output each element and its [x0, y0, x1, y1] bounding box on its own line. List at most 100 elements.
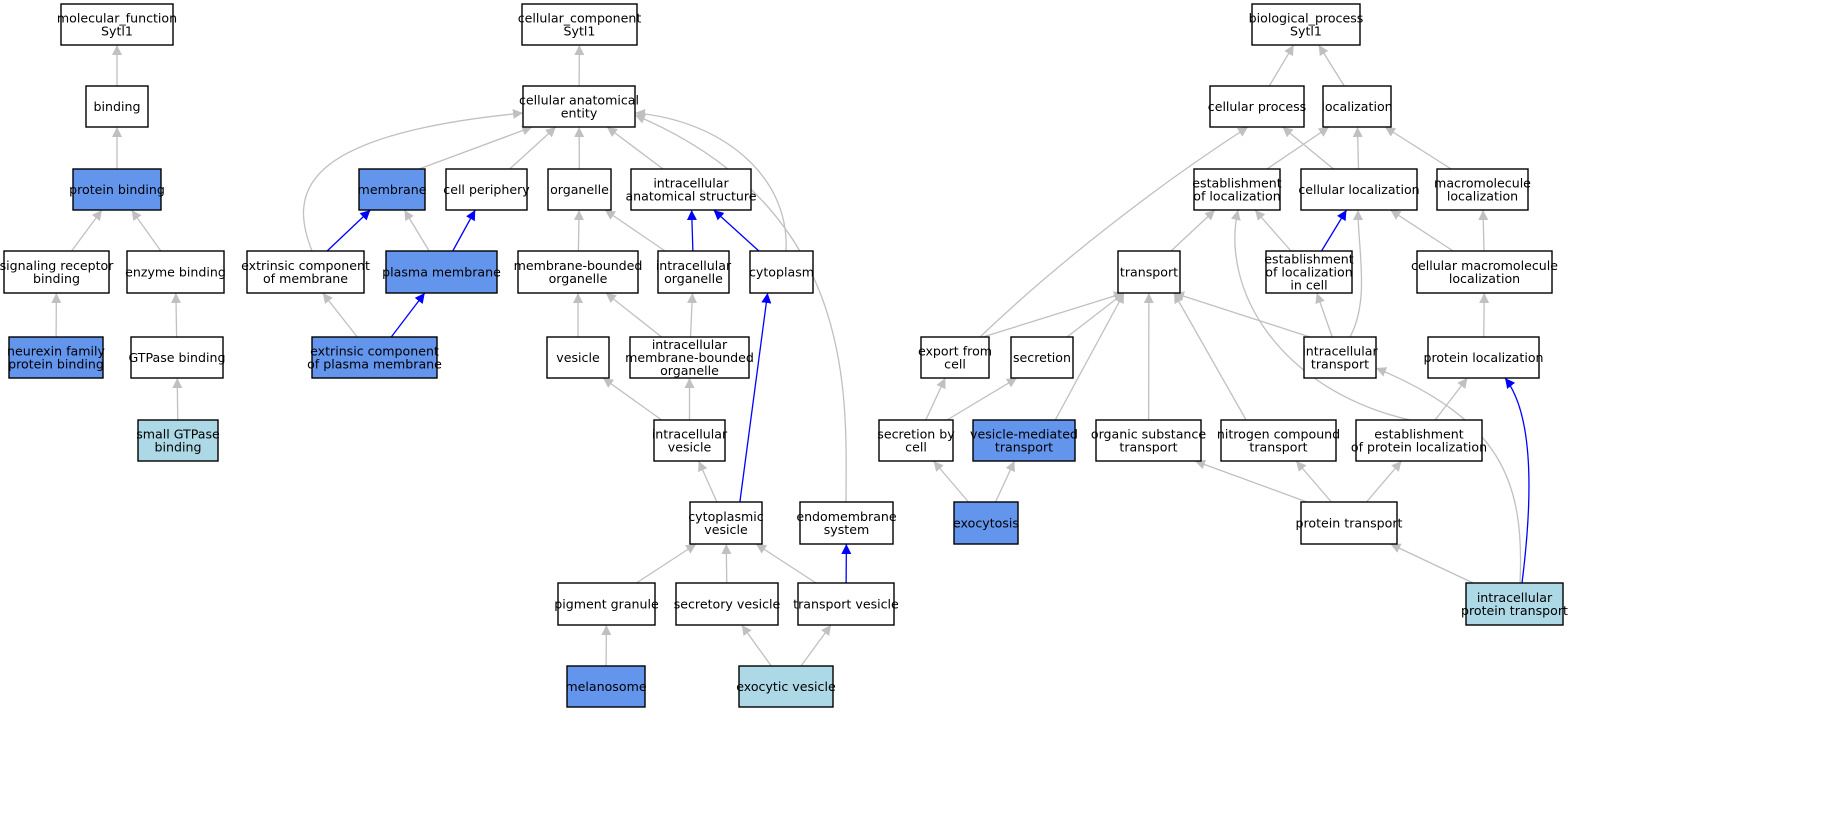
node-enzyme-binding: enzyme binding: [125, 250, 226, 294]
node-box: [546, 336, 610, 379]
node-box: [1416, 250, 1553, 294]
node-label-line: intracellular: [652, 427, 728, 442]
edge-exocytic-vesicle-to-secretory-vesicle: [741, 624, 772, 667]
edge-vesicle-mediated-transport-to-transport: [1054, 292, 1125, 421]
node-label-line: entity: [561, 106, 598, 121]
node-box: [1220, 419, 1337, 462]
node-label-line: neurexin family: [7, 344, 105, 359]
node-label-line: cell: [944, 357, 966, 372]
node-label-line: membrane: [358, 182, 427, 197]
node-label-line: cellular anatomical: [519, 93, 639, 108]
node-label-line: extrinsic component: [310, 344, 439, 359]
node-label-line: system: [824, 522, 870, 537]
node-box: [557, 582, 656, 626]
node-label-line: binding: [94, 99, 141, 114]
node-label-line: cellular localization: [1298, 182, 1419, 197]
node-label-line: establishment: [1264, 252, 1353, 267]
node-box: [445, 168, 528, 211]
node-label-line: signaling receptor: [0, 258, 114, 273]
node-box: [1209, 85, 1305, 128]
node-label-line: transport: [1120, 265, 1178, 280]
node-box: [1265, 250, 1353, 294]
edge-cellular-localization-to-localization: [1352, 126, 1363, 170]
node-box: [972, 419, 1076, 462]
edge-extrinsic-component-of-membrane-to-membrane: [326, 209, 371, 252]
edge-cytoplasm-to-cellular-anatomical-entity: [634, 108, 787, 252]
edge-cytoplasmic-vesicle-to-cytoplasm: [739, 292, 772, 503]
node-box: [1193, 168, 1281, 211]
node-label-line: vesicle: [668, 440, 712, 455]
node-label-line: GTPase binding: [128, 350, 225, 365]
node-box: [566, 665, 646, 708]
node-box: [358, 168, 426, 211]
node-box: [8, 336, 104, 379]
node-label-line: pigment granule: [554, 597, 659, 612]
node-label-line: cellular_component: [518, 11, 642, 26]
node-label-line: export from: [918, 344, 992, 359]
node-label-line: transport: [995, 440, 1053, 455]
edge-transport-to-establishment-of-localization: [1170, 209, 1216, 252]
node-box: [1300, 168, 1418, 211]
node-label-line: vesicle: [556, 350, 600, 365]
edge-establishment-of-localization-to-localization: [1266, 126, 1330, 170]
node-box: [517, 250, 639, 294]
node-gtpase-binding: GTPase binding: [128, 336, 226, 379]
node-box: [1427, 336, 1540, 379]
node-label-line: secretion: [1013, 350, 1071, 365]
node-box: [689, 501, 763, 545]
edge-cellular-localization-to-cellular-process: [1282, 126, 1334, 170]
edge-secretion-by-cell-to-secretion: [946, 377, 1018, 421]
node-box: [1095, 419, 1202, 462]
node-label-line: exocytosis: [953, 516, 1019, 531]
node-label-line: localization: [1449, 271, 1520, 286]
node-box: [1322, 85, 1392, 128]
node-cytoplasm: cytoplasm: [749, 250, 814, 294]
node-label-line: membrane-bounded: [514, 258, 643, 273]
edge-establishment-of-protein-localization-to-protein-localization: [1434, 377, 1468, 421]
node-box: [749, 250, 814, 294]
node-box: [675, 582, 779, 626]
node-box: [653, 419, 726, 462]
node-label-line: molecular_function: [57, 11, 177, 26]
node-label-line: of localization: [1265, 265, 1352, 280]
node-label-line: secretory vesicle: [674, 597, 781, 612]
edge-cell-periphery-to-cellular-anatomical-entity: [509, 126, 557, 170]
node-box: [920, 336, 990, 379]
edge-exocytic-vesicle-to-transport-vesicle: [800, 624, 832, 667]
node-label-line: transport: [1311, 357, 1369, 372]
node-label-line: organelle: [660, 363, 719, 378]
node-label-line: intracellular: [656, 258, 732, 273]
node-label-line: intracellular: [1477, 590, 1553, 605]
node-box: [3, 250, 110, 294]
node-label-line: vesicle-mediated: [970, 427, 1078, 442]
edges-layer: [51, 44, 1530, 667]
node-label-line: of localization: [1193, 189, 1280, 204]
node-box: [137, 419, 219, 462]
edge-export-from-cell-to-cellular-process: [979, 126, 1249, 338]
node-label-line: plasma membrane: [382, 265, 501, 280]
node-label-line: organelle: [550, 182, 609, 197]
node-box: [1300, 501, 1398, 545]
node-cell-periphery: cell periphery: [443, 168, 530, 211]
node-protein-transport: protein transport: [1296, 501, 1403, 545]
edge-intracellular-transport-to-transport: [1173, 291, 1311, 338]
edge-cytoplasm-to-intracellular-anatomical-structure: [713, 209, 760, 252]
node-label-line: extrinsic component: [241, 258, 370, 273]
node-box: [1465, 582, 1564, 626]
edge-intracellular-membrane-bounded-organelle-to-intracellular-organelle: [687, 292, 698, 338]
node-label-line: enzyme binding: [125, 265, 226, 280]
node-transport-vesicle: transport vesicle: [793, 582, 899, 626]
